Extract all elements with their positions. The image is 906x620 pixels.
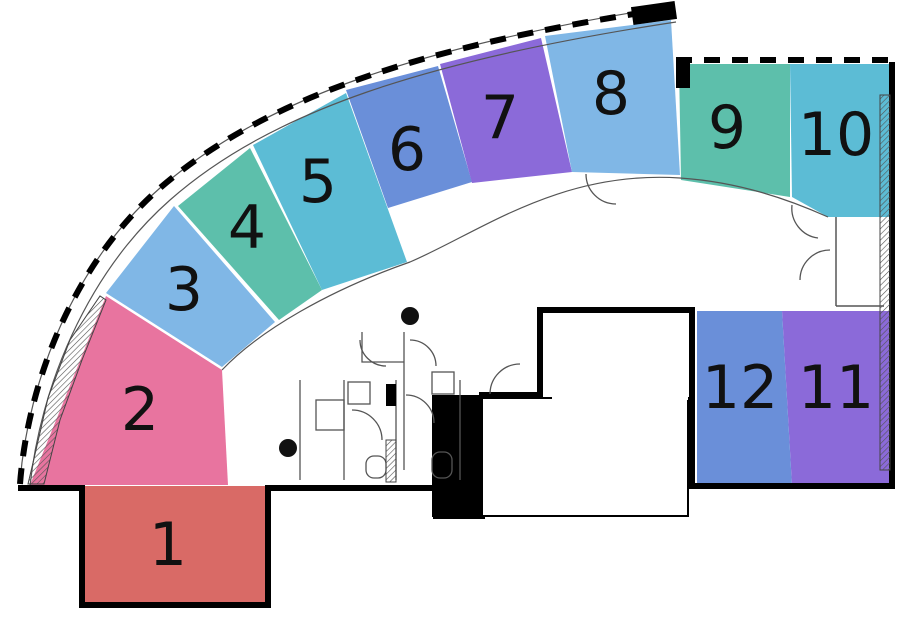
round-column — [401, 307, 419, 325]
restrooms — [299, 173, 831, 480]
rooms — [30, 20, 890, 603]
room-12[interactable] — [697, 311, 792, 486]
room-label-6: 6 — [388, 115, 426, 185]
room-label-3: 3 — [165, 255, 203, 325]
outer-shell — [17, 5, 892, 487]
room-label-8: 8 — [592, 59, 630, 129]
room-label-12: 12 — [702, 353, 778, 423]
void-lower — [481, 397, 689, 517]
room-4[interactable] — [178, 148, 322, 320]
room-label-9: 9 — [708, 93, 746, 163]
room-label-7: 7 — [481, 83, 519, 153]
room-8[interactable] — [545, 20, 680, 175]
room-2[interactable] — [30, 296, 228, 485]
core-block — [432, 395, 482, 517]
room-label-5: 5 — [299, 147, 337, 217]
room-11[interactable] — [782, 311, 890, 486]
room-label-4: 4 — [228, 193, 266, 263]
room-label-2: 2 — [121, 375, 159, 445]
room-label-1: 1 — [149, 510, 187, 580]
facade-hatch-right — [879, 94, 891, 471]
void-upper — [552, 316, 688, 400]
room-5[interactable] — [253, 93, 407, 290]
room-7[interactable] — [440, 38, 572, 183]
round-column — [279, 439, 297, 457]
room-label-10: 10 — [798, 100, 874, 170]
room-labels: 1 2 3 4 5 6 7 8 9 10 11 12 — [121, 59, 874, 580]
room-label-11: 11 — [798, 353, 874, 423]
column — [676, 58, 690, 88]
walls — [18, 1, 895, 608]
room-9[interactable] — [679, 64, 790, 197]
corner-post — [630, 1, 678, 25]
facade-hatch-left — [27, 295, 107, 485]
room-10[interactable] — [790, 64, 890, 217]
room-1[interactable] — [82, 486, 268, 603]
room-3[interactable] — [106, 206, 275, 367]
room-6[interactable] — [346, 66, 472, 208]
courtyard-edge — [221, 176, 829, 371]
